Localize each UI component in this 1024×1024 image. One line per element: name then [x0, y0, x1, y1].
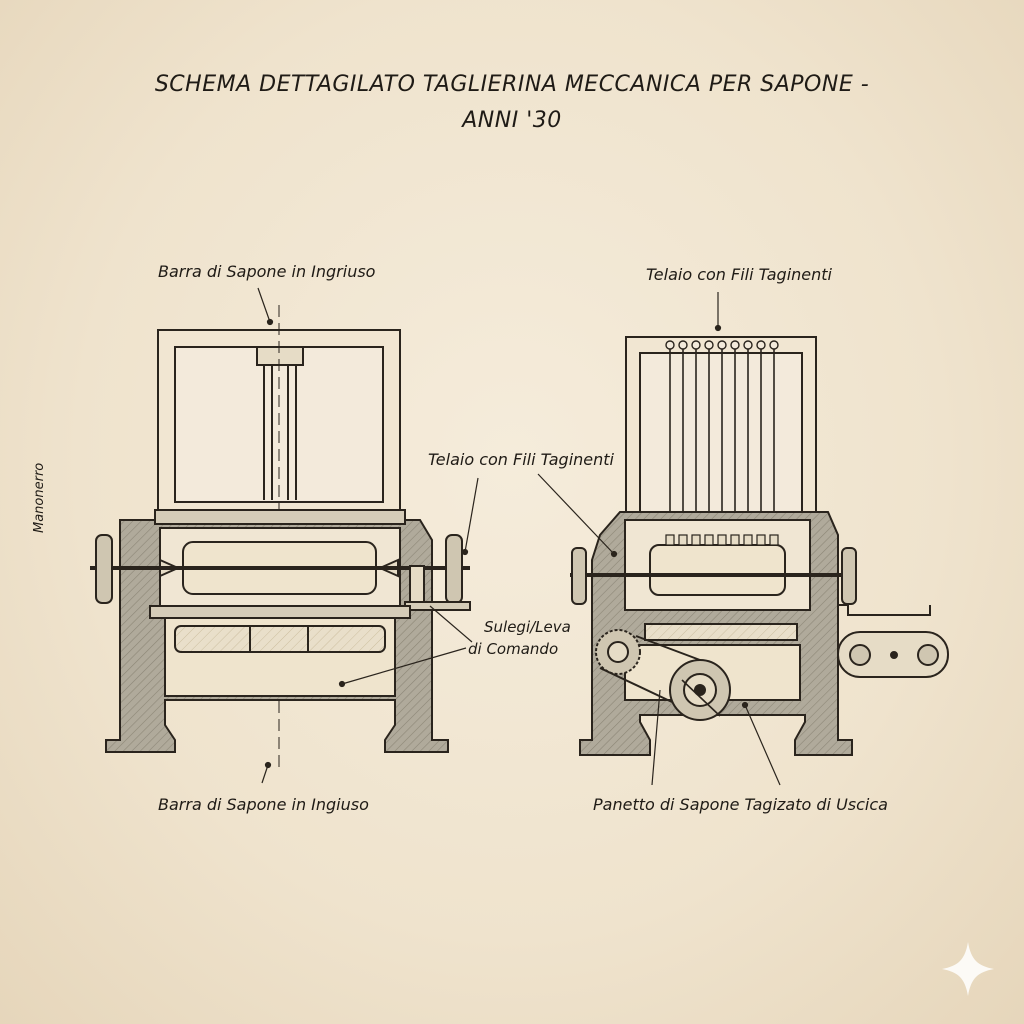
label-soap-bar-top: Barra di Sapone in Ingriuso: [158, 262, 376, 281]
side-view-machine: [570, 336, 949, 756]
side-roller: [644, 623, 798, 641]
left-leader-lines: [257, 287, 479, 784]
handwheel-left: [95, 534, 113, 604]
side-handwheel-right: [841, 547, 857, 605]
cutting-wires: [669, 345, 775, 540]
top-plate: [154, 509, 406, 525]
soap-block: [649, 544, 786, 596]
wire-clamps: [665, 534, 779, 546]
front-view-machine: [90, 305, 471, 770]
handwheel-right: [445, 534, 463, 604]
label-soap-output: Panetto di Sapone Tagizato di Uscica: [593, 795, 888, 814]
side-handwheel-left: [571, 547, 587, 605]
conveyor-support: [838, 604, 931, 616]
sparkle-icon: [942, 942, 994, 996]
label-lever-line-1: Sulegi/Leva: [484, 618, 571, 636]
output-roller: [174, 625, 386, 653]
wire-tensioners: [665, 340, 779, 350]
diagram-title-line-2: ANNI '30: [462, 108, 562, 133]
label-lever-line-2: di Comando: [468, 640, 559, 658]
press-ram: [256, 346, 304, 366]
label-wire-frame-top: Telaio con Fili Taginenti: [646, 265, 832, 284]
lever-arm: [404, 601, 471, 611]
label-soap-bar-bottom: Barra di Sapone in Ingiuso: [158, 795, 369, 814]
right-leader-lines: [537, 292, 781, 786]
wire-frame-inner: [639, 352, 803, 514]
label-side-handwheel: Manonerro: [32, 462, 47, 533]
label-wire-frame-center: Telaio con Fili Taginenti: [428, 450, 614, 469]
diagram-title-line-1: SCHEMA DETTAGILATO TAGLIERINA MECCANICA …: [154, 72, 870, 97]
